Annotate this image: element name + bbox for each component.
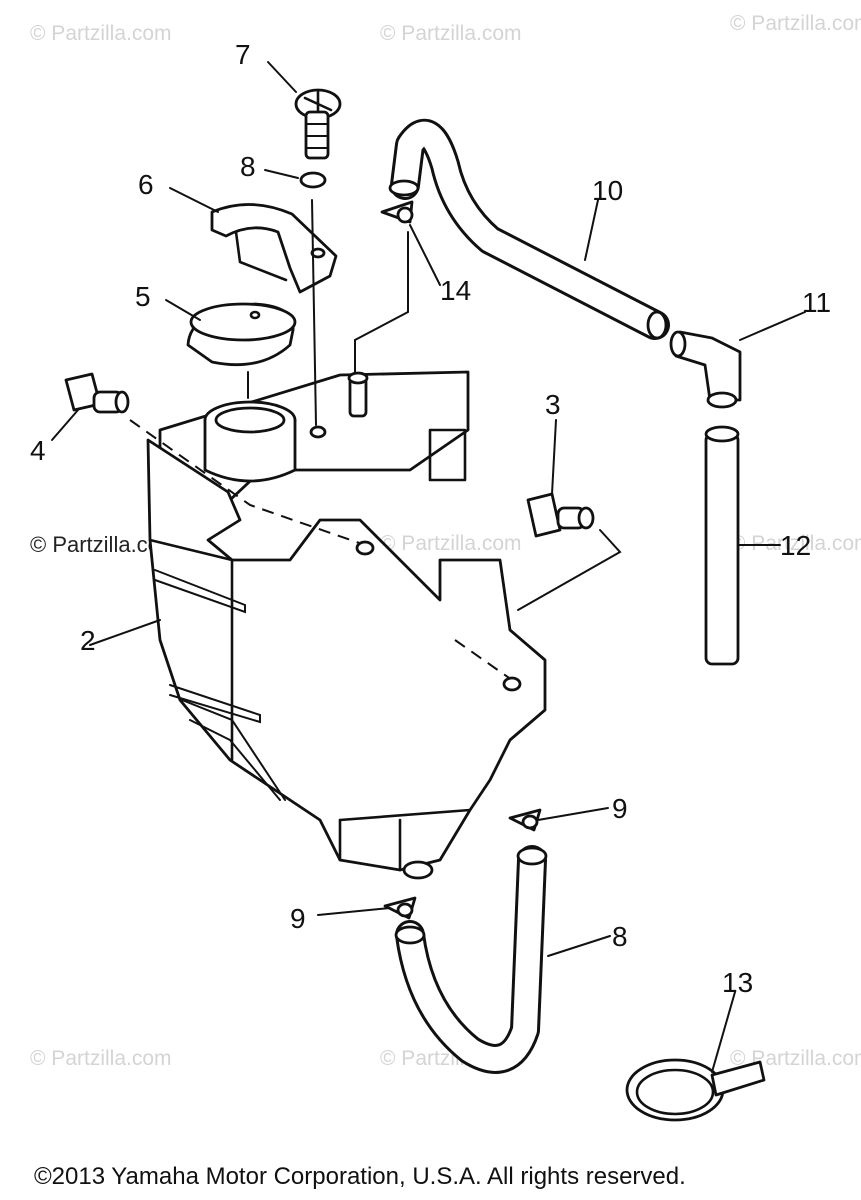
watermark: © Partzilla.com bbox=[30, 1047, 172, 1070]
watermark: © Partzilla.com bbox=[380, 22, 522, 45]
callout-3: 4 bbox=[30, 435, 46, 466]
callout-9-upper: 9 bbox=[612, 793, 628, 824]
callout-6: 7 bbox=[235, 39, 251, 70]
callout-12: 12 bbox=[780, 530, 811, 561]
part-11-elbow bbox=[669, 330, 742, 409]
part-1-tank bbox=[129, 370, 547, 880]
part-2-fitting bbox=[526, 492, 595, 538]
part-5-bracket bbox=[210, 203, 338, 294]
copyright-notice: ©2013 Yamaha Motor Corporation, U.S.A. A… bbox=[34, 1163, 686, 1190]
callout-11: 11 bbox=[802, 287, 831, 318]
part-4-cap bbox=[186, 302, 297, 367]
part-12-pipe bbox=[704, 425, 740, 666]
callout-8: 8 bbox=[612, 921, 628, 952]
leader-lines bbox=[51, 61, 806, 1073]
callout-14: 14 bbox=[440, 275, 471, 306]
watermark: © Partzilla.com bbox=[730, 1047, 861, 1070]
watermark: © Partzilla.com bbox=[730, 12, 861, 35]
part-7-washer bbox=[299, 171, 327, 189]
part-3-bolt bbox=[64, 372, 130, 414]
callout-labels: 7 8 6 5 4 3 2 10 14 11 12 9 9 8 13 bbox=[30, 39, 831, 998]
part-10-hose bbox=[388, 118, 670, 340]
callout-10: 10 bbox=[592, 175, 623, 206]
callout-9-lower: 9 bbox=[290, 903, 306, 934]
part-9-clips bbox=[383, 808, 542, 920]
watermark: © Partzilla.com bbox=[30, 22, 172, 45]
part-8-hose bbox=[394, 845, 548, 1074]
callout-1: 2 bbox=[80, 625, 96, 656]
watermark: © Partzilla.com bbox=[730, 532, 861, 555]
callout-7: 8 bbox=[240, 151, 256, 182]
callout-2: 3 bbox=[545, 389, 561, 420]
part-6-screw bbox=[294, 88, 342, 160]
watermarks: © Partzilla.com © Partzilla.com © Partzi… bbox=[30, 12, 861, 1070]
callout-4: 5 bbox=[135, 281, 151, 312]
callout-5: 6 bbox=[138, 169, 154, 200]
part-14-clip bbox=[380, 200, 414, 224]
part-13-clamp bbox=[625, 1058, 766, 1122]
callout-13: 13 bbox=[722, 967, 753, 998]
watermark: © Partzilla.com bbox=[380, 532, 522, 555]
